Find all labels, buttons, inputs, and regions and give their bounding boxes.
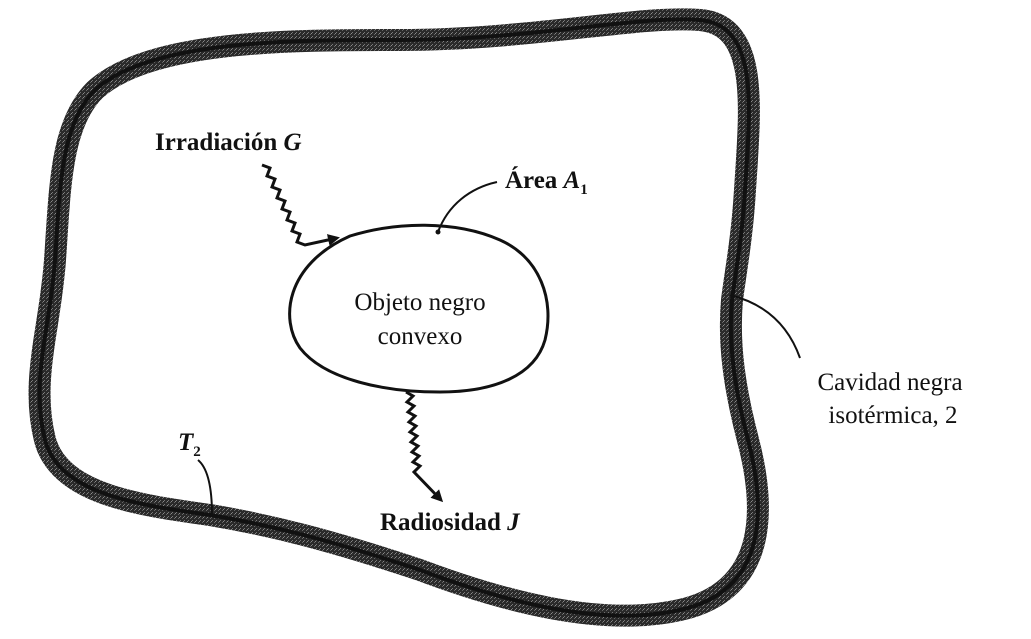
area-leader-dot [435,229,441,235]
temperature-leader-line [197,459,213,516]
cavity-label-line2: isotérmica, 2 [828,402,957,429]
object-label-line2: convexo [378,323,463,350]
cavity-leader-line [729,294,801,359]
object-label-line1: Objeto negro [354,289,485,316]
area-leader-line [437,181,498,233]
radiosity-label: Radiosidad J [380,509,521,536]
temperature-label: T2 [178,429,201,460]
area-label: Área A1 [505,166,588,198]
cavity-label-line1: Cavidad negra [817,369,962,396]
irradiation-label: Irradiación G [155,129,302,156]
cavity-wall-inner-edge [37,17,760,618]
convex-object [288,223,550,394]
radiosity-arrow [404,390,444,503]
irradiation-arrow [261,163,340,247]
